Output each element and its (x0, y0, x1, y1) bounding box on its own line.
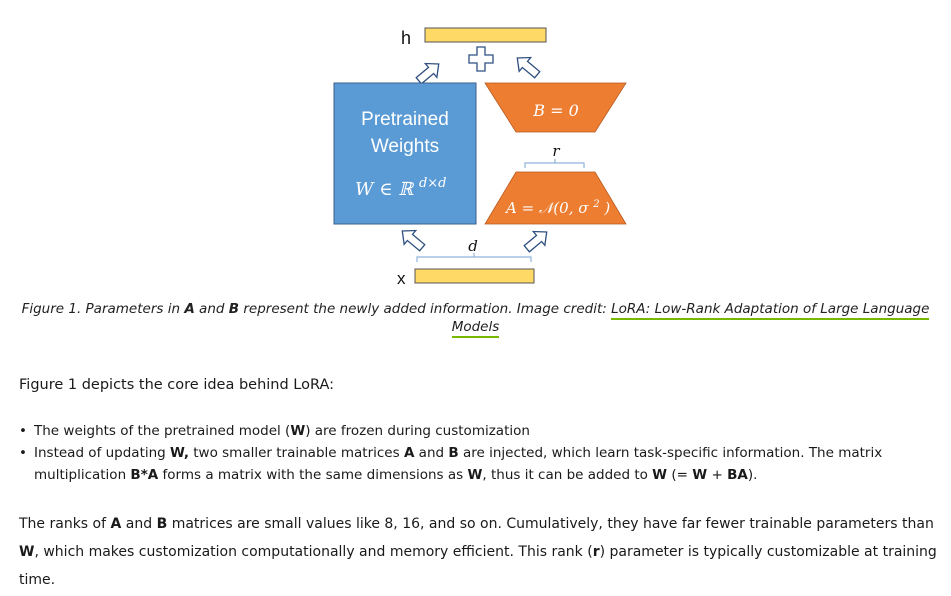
b2-b: B (448, 445, 459, 461)
x-label: x (397, 269, 406, 288)
b2-w: W, (170, 445, 189, 461)
a-formula-main: A = 𝒩(0, σ (504, 199, 589, 217)
b2-w2: W (467, 467, 483, 483)
caption-prefix: Figure 1. Parameters in (21, 301, 185, 317)
output-bar-h (424, 27, 547, 43)
b2-pre: Instead of updating (34, 445, 171, 461)
matrix-b-trapezoid (484, 82, 627, 133)
r-label: r (552, 142, 560, 160)
b2-a: A (403, 445, 415, 461)
d-label: d (468, 237, 478, 255)
b2-ba2: BA (727, 467, 748, 483)
b2-mid1: two smaller trainable matrices (188, 445, 404, 461)
b2-mid3: forms a matrix with the same dimensions … (158, 467, 468, 483)
lora-diagram: h Pretrained Weights W ∈ ℝ d×d B = 0 r A… (333, 27, 627, 288)
b2-w3: W (652, 467, 668, 483)
b2-eq-open: (= (667, 467, 693, 483)
a-formula-sup: 2 (592, 199, 599, 210)
paper-link-line1[interactable]: LoRA: Low-Rank Adaptation of Large Langu… (611, 301, 930, 320)
b1-pre: The weights of the pretrained model ( (34, 423, 291, 439)
pretrained-label-line1: Pretrained (361, 109, 449, 130)
b1-post: ) are frozen during customization (305, 423, 530, 439)
pretrained-label-line2: Weights (371, 136, 439, 157)
intro-text: Figure 1 depicts the core idea behind Lo… (19, 377, 335, 393)
w-formula: W ∈ ℝ d×d (355, 176, 447, 200)
pretrained-weights-box (333, 82, 477, 225)
plus-icon (468, 46, 494, 72)
b2-and: and (414, 445, 449, 461)
p-w: W (19, 544, 35, 560)
arrow-from-x-right-icon (523, 230, 548, 253)
p-r: r (592, 544, 600, 560)
w-formula-main: W ∈ ℝ (355, 179, 414, 200)
rank-paragraph: The ranks of A and B matrices are small … (19, 510, 944, 594)
r-brace (524, 159, 585, 168)
b2-w4: W (692, 467, 708, 483)
paper-link-line2[interactable]: Models (451, 319, 500, 338)
bullet-list: The weights of the pretrained model (W) … (19, 420, 919, 486)
caption-middle: represent the newly added information. I… (239, 301, 612, 317)
p-and: and (121, 516, 157, 532)
caption-b: B (228, 301, 240, 317)
figure-caption: Figure 1. Parameters in A and B represen… (20, 300, 931, 338)
a-formula-end: ) (603, 199, 610, 217)
p-mid2: , which makes customization computationa… (34, 544, 593, 560)
b1-w: W (290, 423, 306, 439)
arrow-up-right-icon (415, 62, 440, 85)
arrow-up-left-icon (516, 56, 541, 79)
p-pre: The ranks of (19, 516, 111, 532)
p-b: B (156, 516, 168, 532)
matrix-a-trapezoid (484, 171, 627, 225)
bullet-item-frozen-weights: The weights of the pretrained model (W) … (19, 420, 919, 442)
b2-plus: + (707, 467, 728, 483)
a-formula: A = 𝒩(0, σ 2 ) (504, 193, 610, 217)
caption-and: and (194, 301, 229, 317)
bullet-item-injected-matrices: Instead of updating W, two smaller train… (19, 442, 919, 486)
arrow-from-x-left-icon (401, 229, 426, 252)
input-bar-x (414, 268, 535, 284)
p-end: ) parameter is typically customizable at… (19, 544, 937, 588)
b2-close: ). (747, 467, 758, 483)
b2-mid4: , thus it can be added to (482, 467, 653, 483)
b2-ba: B*A (130, 467, 159, 483)
b2-mid2: are injected, which learn task-specific … (34, 445, 883, 483)
p-mid1: matrices are small values like 8, 16, an… (167, 516, 934, 532)
w-formula-sup: d×d (419, 176, 447, 191)
d-brace (416, 253, 532, 262)
caption-a: A (184, 301, 195, 317)
b-formula: B = 0 (532, 101, 579, 120)
p-a: A (110, 516, 122, 532)
h-label: h (401, 28, 411, 48)
